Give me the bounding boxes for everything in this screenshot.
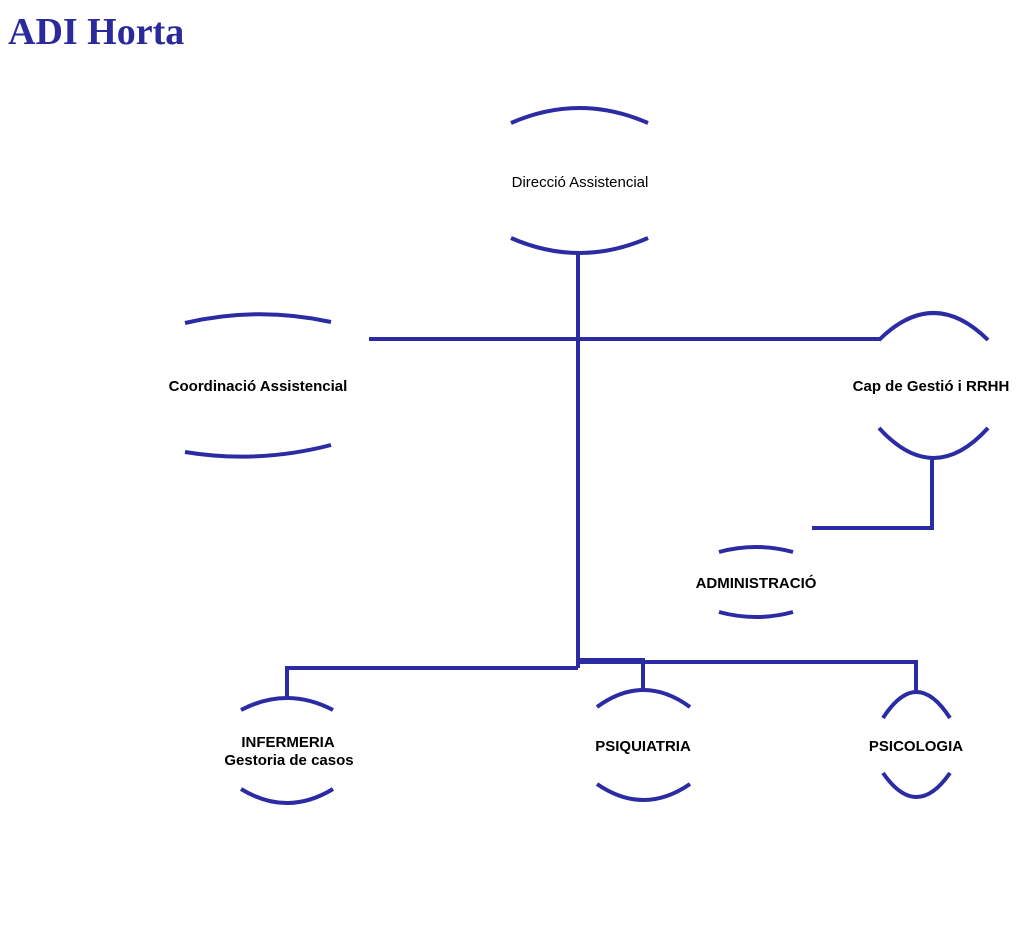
node-label: PSIQUIATRIA — [595, 738, 691, 755]
connector-infermeria — [285, 666, 578, 697]
node-label: Direcció Assistencial — [512, 174, 649, 191]
node-label: PSICOLOGIA — [869, 738, 963, 755]
node-coordinacio: Coordinació Assistencial — [169, 312, 348, 459]
node-label: ADMINISTRACIÓ — [696, 574, 817, 592]
node-sublabel: Gestoria de casos — [224, 752, 353, 769]
node-cap-gestio: Cap de Gestió i RRHH — [853, 311, 1010, 460]
node-psiquiatria: PSIQUIATRIA — [595, 688, 692, 802]
connector-psiquiatria — [578, 658, 645, 690]
connector-cap-admin — [812, 458, 934, 530]
node-label: Cap de Gestió i RRHH — [853, 378, 1010, 395]
node-label: Coordinació Assistencial — [169, 378, 348, 395]
node-direccio: Direcció Assistencial — [510, 106, 649, 255]
connectors — [285, 253, 934, 697]
node-administracio: ADMINISTRACIÓ — [696, 545, 817, 619]
page-title: ADI Horta — [8, 11, 185, 53]
node-infermeria: INFERMERIA Gestoria de casos — [224, 696, 354, 805]
node-label: INFERMERIA — [241, 734, 335, 751]
connector-right-branch — [578, 660, 918, 692]
node-psicologia: PSICOLOGIA — [869, 690, 963, 799]
